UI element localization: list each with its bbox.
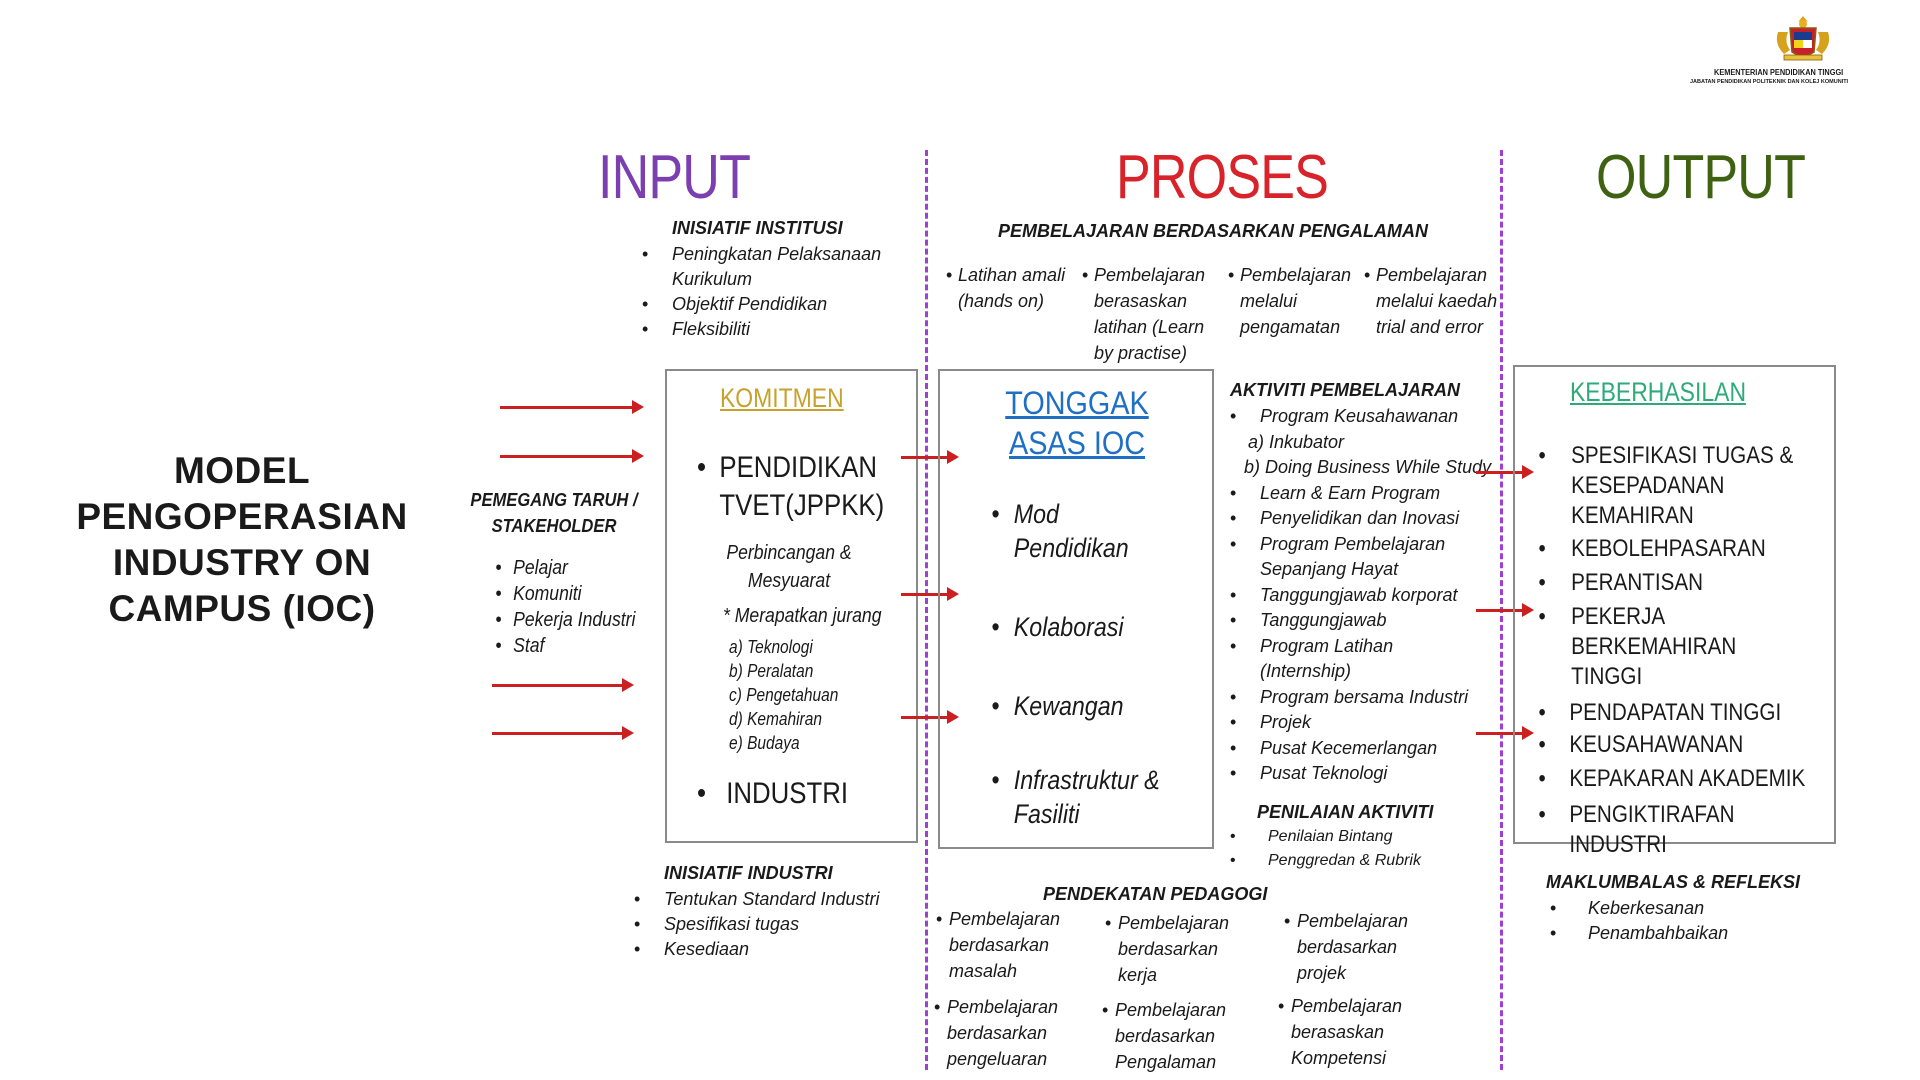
arrow-komitmen-2 — [901, 587, 959, 601]
list-item: Staf — [492, 633, 642, 659]
keberhasilan-item: KEUSAHAWANAN — [1535, 730, 1827, 760]
list-item: a) Inkubator — [1248, 431, 1345, 452]
list-item: Tanggungjawab — [1226, 608, 1516, 634]
komitmen-jurang: * Merapatkan jurang — [723, 605, 882, 627]
arrow-komitmen-1 — [901, 450, 959, 464]
pedagogi-item: •Pembelajaran berdasarkan pengeluaran — [934, 997, 1059, 1069]
list-item: e) Budaya — [729, 733, 800, 753]
list-item: Kesediaan — [630, 937, 910, 962]
list-item: a) Teknologi — [729, 637, 813, 657]
pengalaman-title: PEMBELAJARAN BERDASARKAN PENGALAMAN — [998, 221, 1429, 241]
list-item: Keberkesanan — [1546, 896, 1826, 921]
tonggak-item: Infrastruktur & Fasiliti — [988, 763, 1186, 831]
list-item: Tanggungjawab korporat — [1226, 583, 1516, 609]
komitmen-item-industri: • INDUSTRI — [697, 777, 849, 810]
list-item: Program Keusahawanan — [1226, 404, 1516, 430]
keberhasilan-item: PERANTISAN — [1535, 568, 1827, 598]
keberhasilan-item: KEPAKARAN AKADEMIK — [1535, 764, 1827, 794]
list-item: Fleksibiliti — [638, 317, 898, 342]
aktiviti-pembelajaran: AKTIVITI PEMBELAJARAN Program Keusahawan… — [1226, 380, 1516, 787]
penilaian-aktiviti: PENILAIAN AKTIVITI Penilaian Bintang Pen… — [1226, 802, 1486, 873]
list-item: Pelajar — [492, 555, 642, 581]
arrow-stakeholder-3 — [492, 678, 634, 692]
list-item: Pusat Kecemerlangan — [1226, 736, 1516, 762]
pengalaman-item: •Latihan amali (hands on) — [946, 265, 1066, 311]
inisiatif-institusi: INISIATIF INSTITUSI Peningkatan Pelaksan… — [638, 218, 898, 342]
keberhasilan-title: KEBERHASILAN — [1570, 377, 1747, 407]
arrow-proses-2 — [1476, 603, 1534, 617]
list-item: Penambahbaikan — [1546, 921, 1826, 946]
list-item: Tentukan Standard Industri — [630, 887, 910, 912]
inisiatif-institusi-title: INISIATIF INSTITUSI — [672, 218, 843, 238]
pengalaman-item: •Pembelajaran melalui pengamatan — [1228, 265, 1352, 337]
list-item: Penilaian Bintang — [1226, 825, 1486, 849]
komitmen-item-pendidikan: • PENDIDIKAN TVET(JPPKK) — [697, 451, 885, 522]
inisiatif-industri: INISIATIF INDUSTRI Tentukan Standard Ind… — [630, 863, 910, 962]
list-item: Projek — [1226, 710, 1516, 736]
stakeholder-title: PEMEGANG TARUH / STAKEHOLDER — [470, 490, 638, 536]
keberhasilan-item: PEKERJA BERKEMAHIRAN TINGGI — [1535, 602, 1778, 692]
list-item: Komuniti — [492, 581, 642, 607]
department-name: JABATAN PENDIDIKAN POLITEKNIK DAN KOLEJ … — [1690, 79, 1849, 85]
aktiviti-title: AKTIVITI PEMBELAJARAN — [1230, 380, 1461, 400]
pedagogi-item: •Pembelajaran berdasarkan kerja — [1105, 913, 1230, 985]
list-item: Program Latihan (Internship) — [1226, 634, 1430, 685]
pengalaman-item: •Pembelajaran melalui kaedah trial and e… — [1364, 265, 1498, 337]
keberhasilan-item: SPESIFIKASI TUGAS & KESEPADANAN KEMAHIRA… — [1535, 441, 1827, 531]
header-proses: PROSES — [1116, 143, 1329, 212]
tonggak-item: Kolaborasi — [988, 610, 1177, 644]
arrow-stakeholder-1 — [500, 400, 644, 414]
header-input: INPUT — [598, 143, 751, 212]
maklumbalas: MAKLUMBALAS & REFLEKSI Keberkesanan Pena… — [1546, 872, 1826, 946]
list-item: Penyelidikan dan Inovasi — [1226, 506, 1516, 532]
list-item: Objektif Pendidikan — [638, 292, 898, 317]
arrow-stakeholder-4 — [492, 726, 634, 740]
arrow-proses-3 — [1476, 726, 1534, 740]
list-item: Pusat Teknologi — [1226, 761, 1516, 787]
pedagogi-item: •Pembelajaran berasaskan Kompetensi — [1278, 996, 1403, 1068]
arrow-proses-1 — [1476, 465, 1534, 479]
logo: KEMENTERIAN PENDIDIKAN TINGGI JABATAN PE… — [1690, 14, 1915, 94]
keberhasilan-item: KEBOLEHPASARAN — [1535, 534, 1827, 564]
pedagogi-item: •Pembelajaran berdasarkan masalah — [936, 909, 1061, 981]
tonggak-item: Kewangan — [988, 689, 1177, 723]
komitmen-perbincangan: Perbincangan & Mesyuarat — [726, 542, 852, 592]
list-item: c) Pengetahuan — [729, 685, 839, 705]
inisiatif-industri-title: INISIATIF INDUSTRI — [664, 863, 833, 883]
divider-input-proses — [925, 150, 928, 1070]
maklumbalas-title: MAKLUMBALAS & REFLEKSI — [1546, 872, 1800, 892]
list-item: Program Pembelajaran Sepanjang Hayat — [1226, 532, 1470, 583]
ministry-name: KEMENTERIAN PENDIDIKAN TINGGI — [1714, 68, 1844, 77]
komitmen-title: KOMITMEN — [720, 383, 844, 413]
penilaian-title: PENILAIAN AKTIVITI — [1257, 802, 1434, 822]
list-item: Learn & Earn Program — [1226, 481, 1516, 507]
keberhasilan-box: KEBERHASILAN SPESIFIKASI TUGAS & KESEPAD… — [1513, 365, 1836, 858]
stakeholder: PEMEGANG TARUH / STAKEHOLDER Pelajar Kom… — [462, 487, 662, 659]
pedagogi-title: PENDEKATAN PEDAGOGI — [1043, 884, 1268, 904]
keberhasilan-item: PENGIKTIRAFAN INDUSTRI — [1535, 800, 1741, 860]
tonggak-title: TONGGAK ASAS IOC — [1005, 385, 1149, 461]
header-output: OUTPUT — [1596, 143, 1806, 212]
pedagogi-item: •Pembelajaran berdasarkan Pengalaman — [1102, 1000, 1227, 1072]
list-item: b) Doing Business While Study — [1244, 457, 1492, 477]
arrow-komitmen-3 — [901, 710, 959, 724]
list-item: Pekerja Industri — [492, 607, 642, 633]
list-item: d) Kemahiran — [729, 709, 822, 729]
list-item: Spesifikasi tugas — [630, 912, 910, 937]
tonggak-item: Mod Pendidikan — [988, 497, 1177, 565]
arrow-stakeholder-2 — [500, 449, 644, 463]
list-item: Program bersama Industri — [1226, 685, 1516, 711]
list-item: Penggredan & Rubrik — [1226, 849, 1486, 873]
pedagogi-item: •Pembelajaran berdasarkan projek — [1284, 911, 1409, 983]
pengalaman-item: •Pembelajaran berasaskan latihan (Learn … — [1082, 265, 1206, 363]
coat-of-arms-icon — [1776, 16, 1830, 61]
tonggak-box: TONGGAK ASAS IOC Mod Pendidikan Kolabora… — [938, 369, 1214, 849]
model-title: MODEL PENGOPERASIAN INDUSTRY ON CAMPUS (… — [76, 450, 408, 629]
komitmen-box: KOMITMEN • PENDIDIKAN TVET(JPPKK) Perbin… — [665, 369, 918, 843]
keberhasilan-item: PENDAPATAN TINGGI — [1535, 698, 1827, 728]
list-item: b) Peralatan — [729, 661, 814, 681]
list-item: Peningkatan Pelaksanaan Kurikulum — [638, 242, 898, 292]
